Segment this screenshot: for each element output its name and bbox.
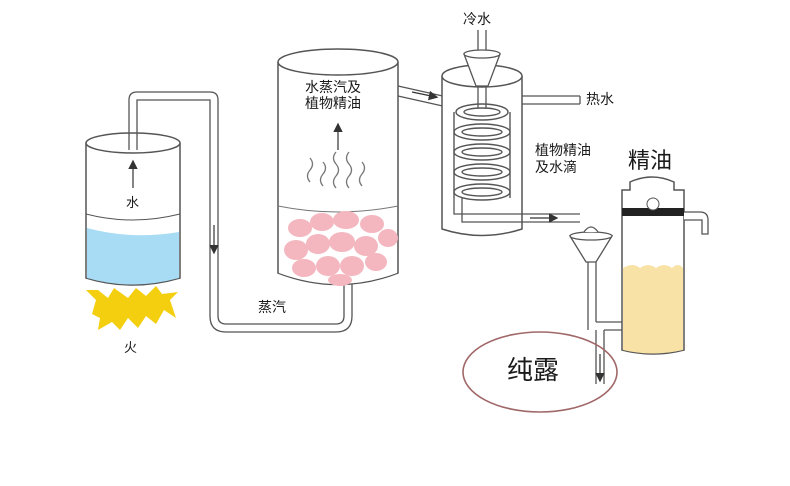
- plant-material-icon: [284, 211, 398, 286]
- label-steam: 蒸汽: [258, 300, 286, 316]
- tap-icon: [684, 211, 709, 235]
- steam-pipe: [128, 91, 353, 333]
- label-cold-water: 冷水: [463, 12, 491, 28]
- condensate-outlet: [453, 198, 580, 223]
- label-hot-water: 热水: [586, 92, 614, 108]
- label-oil-drops-line1: 植物精油: [535, 143, 591, 159]
- label-oil-drops-line2: 及水滴: [535, 160, 577, 176]
- hot-water-outlet: [522, 95, 581, 105]
- label-fire: 火: [124, 341, 138, 356]
- label-water: 水: [126, 196, 140, 211]
- vapor-icon: [306, 151, 366, 189]
- hydrosol-container: [462, 331, 618, 413]
- label-essential-oil: 精油: [628, 149, 673, 174]
- separator-funnel: [568, 226, 622, 384]
- label-hydrosol: 纯露: [507, 356, 560, 386]
- boiler-water: [87, 228, 179, 285]
- distillation-still: [277, 48, 399, 286]
- label-vapor-line1: 水蒸汽及: [305, 80, 361, 96]
- label-vapor-line2: 植物精油: [305, 96, 361, 112]
- boiler-tank: [85, 132, 181, 286]
- condenser-coil: [453, 103, 511, 201]
- fire-icon: [86, 286, 178, 330]
- cold-water-funnel: [463, 30, 501, 108]
- condenser: [441, 30, 581, 237]
- oil-level: [623, 265, 683, 354]
- oil-collection-bottle: [621, 176, 709, 355]
